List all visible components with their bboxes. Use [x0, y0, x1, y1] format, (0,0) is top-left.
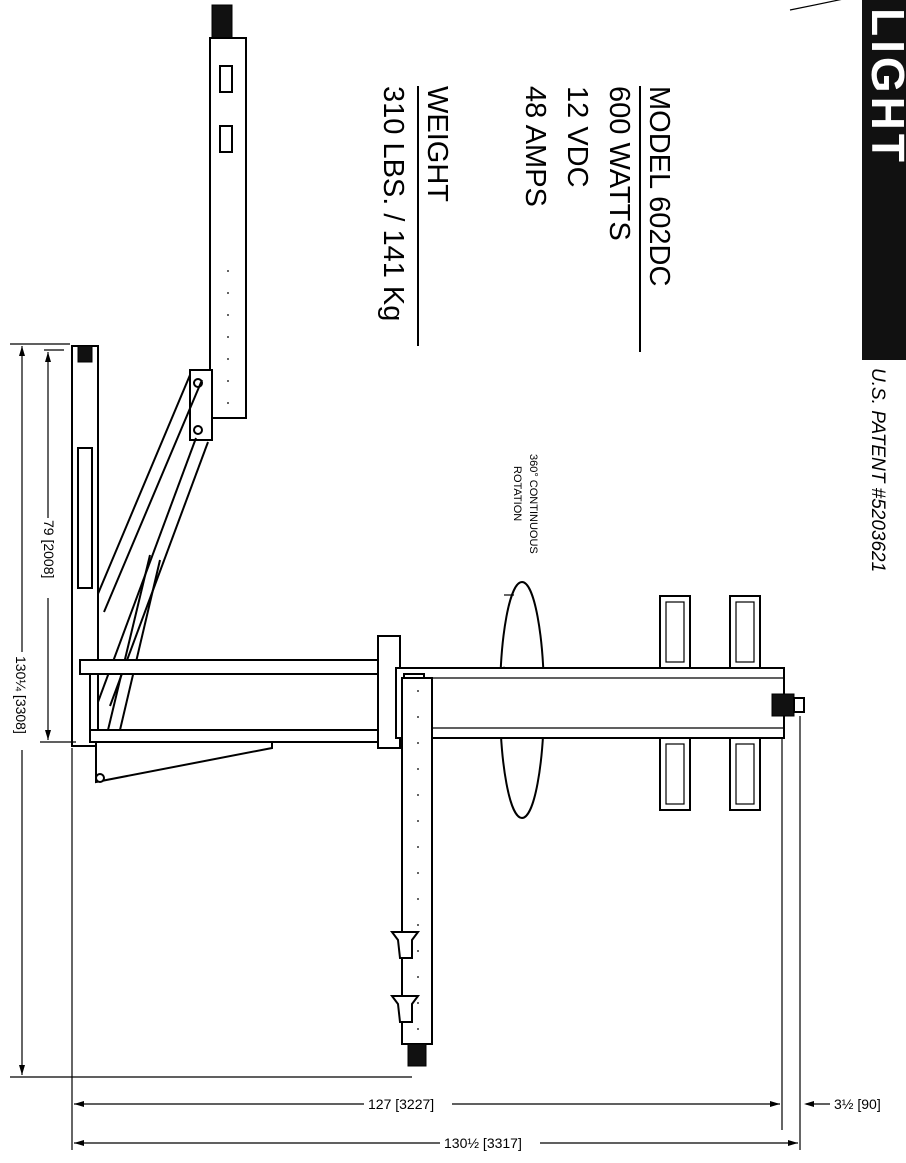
pivot-bolt-2 [193, 425, 203, 435]
dim-130h-arrow-right [788, 1140, 798, 1146]
lamp-bottom-left [659, 737, 691, 811]
mast-slot-2 [219, 125, 233, 153]
specs-block: MODEL 602DC 600 WATTS 12 VDC 48 AMPS WEI… [377, 86, 675, 352]
upper-mast [189, 4, 247, 441]
lamp-bottom-right [729, 737, 761, 811]
dim-127-arrow-left [74, 1101, 84, 1107]
lamp-top-left [659, 595, 691, 669]
frame-top-rail [79, 659, 399, 675]
lamp-top-left-lens [665, 601, 685, 663]
dim-79-label-bg [38, 518, 58, 598]
dim-130q: 130¼ [3308] [10, 343, 412, 1078]
beam-end-tip [793, 697, 805, 713]
frame-bottom-rail [89, 729, 399, 743]
lower-arm-tip [407, 1043, 427, 1067]
outrigger-foot-1 [390, 931, 420, 959]
dim-79-arrow-bottom [45, 730, 51, 740]
outrigger-foot-2 [390, 995, 420, 1023]
dim-3h-arrow [804, 1101, 814, 1107]
dim-127: 127 [3227] [74, 1094, 780, 1114]
brand-logo: LIGHT [862, 0, 906, 360]
mast-upper-section [209, 37, 247, 419]
spec-volts: 12 VDC [561, 86, 593, 188]
spec-amps: 48 AMPS [519, 86, 551, 207]
arm-1b [103, 379, 203, 613]
dim-130q-label-bg [12, 652, 32, 750]
dim-127-arrow-right [770, 1101, 780, 1107]
arm-3a [119, 559, 161, 731]
frame-bolt [95, 773, 105, 783]
rotation-text-1: 360° CONTINUOUS [527, 454, 539, 554]
logo-text: LIGHT [862, 8, 906, 166]
base-frame [71, 345, 401, 784]
lamp-bottom-left-lens [665, 743, 685, 805]
lamp-top-right-lens [735, 601, 755, 663]
spec-watts: 600 WATTS [603, 86, 635, 241]
dim-130h-label-bg [440, 1132, 540, 1154]
logo-swoosh [789, 0, 842, 11]
frame-gusset [95, 741, 273, 784]
patent-text: U.S. PATENT #5203621 [867, 368, 888, 572]
arm-1a [91, 374, 191, 609]
central-beam [395, 667, 805, 739]
lamp-top-right [729, 595, 761, 669]
dim-130q-arrow-top [19, 346, 25, 356]
dim-127-label: 127 [3227] [368, 1096, 434, 1112]
lamp-fixtures [659, 595, 761, 811]
logo-bar [862, 0, 906, 360]
spec-model: MODEL 602DC [643, 86, 675, 286]
beam-body [395, 667, 785, 739]
arm-3b [107, 554, 151, 731]
dim-130h-arrow-left [74, 1140, 84, 1146]
dim-130q-arrow-bottom [19, 1065, 25, 1075]
lamp-bottom-right-lens [735, 743, 755, 805]
dim-130h-label: 130½ [3317] [444, 1135, 522, 1151]
dim-3h-label: 3½ [90] [834, 1096, 881, 1112]
spec-weight-label: WEIGHT [421, 86, 453, 202]
rail-top-cap [77, 345, 93, 363]
spec-weight-value: 310 LBS. / 141 Kg [377, 86, 409, 321]
beam-end-connector [771, 693, 795, 717]
mast-slot-1 [219, 65, 233, 93]
dim-79: 79 [2008] [38, 349, 76, 743]
rail-inset [77, 447, 93, 589]
mast-tip-cap [211, 4, 233, 40]
dim-3h: 3½ [90] [804, 1096, 881, 1112]
mast-pivot-bracket [189, 369, 213, 441]
dim-79-arrow-top [45, 352, 51, 362]
dim-79-label: 79 [2008] [41, 520, 57, 578]
dim-130q-label: 130¼ [3308] [13, 656, 29, 734]
lower-arm-body [401, 677, 433, 1045]
rotation-text-2: ROTATION [511, 466, 523, 521]
dim-130h: 130½ [3317] [74, 1132, 798, 1154]
dim-127-label-bg [364, 1094, 452, 1114]
lower-arm [390, 677, 433, 1067]
